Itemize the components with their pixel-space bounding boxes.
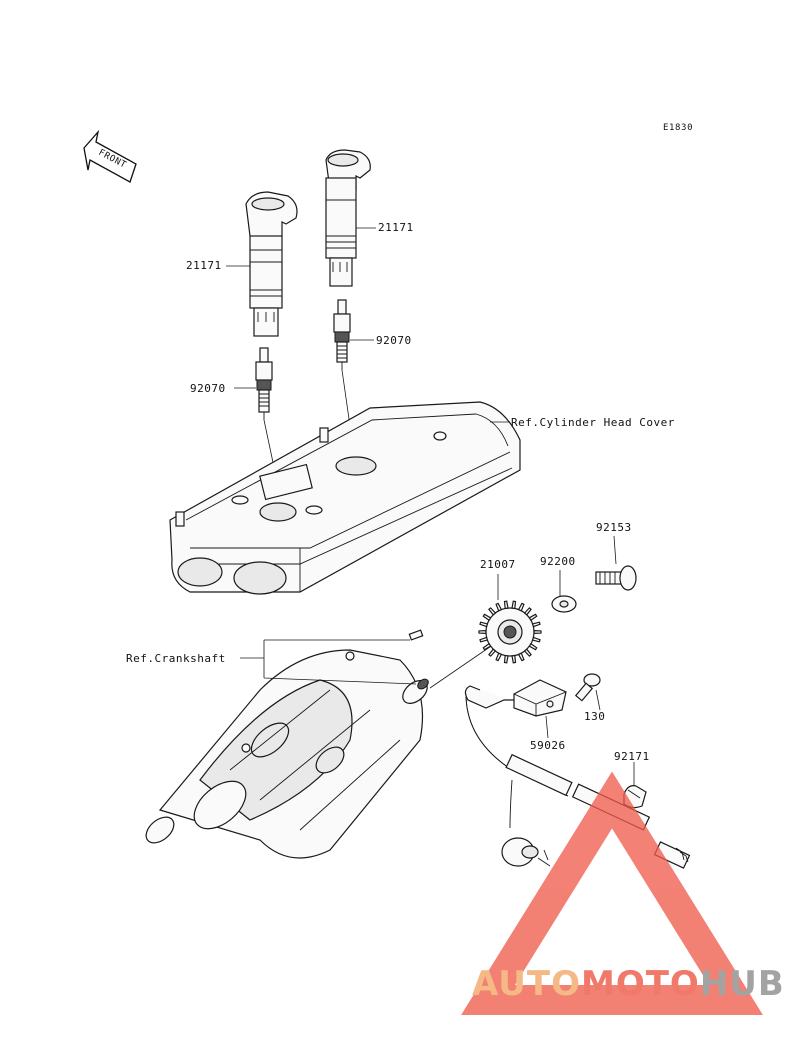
spark-plug-right xyxy=(333,299,351,370)
rotor-tooth xyxy=(528,613,538,622)
rotor-tooth xyxy=(495,602,503,612)
rotor-tooth xyxy=(517,652,525,662)
rotor-tooth xyxy=(478,629,487,635)
rotor-tooth xyxy=(482,613,492,622)
label-ref-crankshaft: Ref.Crankshaft xyxy=(126,652,226,665)
rotor-tooth xyxy=(531,621,541,628)
label-rotor: 21007 xyxy=(480,558,516,571)
rotor-teeth xyxy=(478,600,542,664)
label-sensor: 59026 xyxy=(530,739,566,752)
rotor-tooth xyxy=(495,652,503,662)
timing-rotor xyxy=(478,600,542,664)
rotor-tooth xyxy=(523,607,532,616)
label-rotor-bolt: 92153 xyxy=(596,521,632,534)
rotor-bolt xyxy=(595,565,637,591)
rotor-tooth xyxy=(523,648,532,657)
crankshaft xyxy=(145,649,429,859)
label-plug-left: 92070 xyxy=(190,382,226,395)
washer xyxy=(551,595,577,613)
rotor-tooth xyxy=(503,600,509,610)
label-coil-left: 21171 xyxy=(186,259,222,272)
label-clamp: 92171 xyxy=(614,750,650,763)
rotor-tooth xyxy=(511,600,517,610)
rotor-tooth xyxy=(531,636,541,643)
rotor-tooth xyxy=(528,642,538,651)
label-ref-head-cover: Ref.Cylinder Head Cover xyxy=(511,416,675,429)
rotor-tooth xyxy=(479,621,489,628)
rotor-tooth xyxy=(488,648,497,657)
label-sensor-bolt: 130 xyxy=(584,710,605,723)
label-plug-right: 92070 xyxy=(376,334,412,347)
rotor-tooth xyxy=(503,654,509,664)
watermark-text: AUTOMOTOHUB xyxy=(472,964,785,1004)
cylinder-head-cover xyxy=(169,401,521,595)
sensor-bolt xyxy=(574,673,601,702)
rotor-tooth xyxy=(517,602,525,612)
rotor-tooth xyxy=(511,654,517,664)
rotor-tooth xyxy=(488,607,497,616)
diagram-code: E1830 xyxy=(663,123,693,133)
front-arrow-icon: FRONT xyxy=(83,129,137,183)
spark-plug-left xyxy=(255,347,273,420)
label-washer: 92200 xyxy=(540,555,576,568)
rotor-tooth xyxy=(533,629,542,635)
ignition-coil-left xyxy=(245,191,298,337)
rotor-tooth xyxy=(482,642,492,651)
ignition-coil-right xyxy=(325,149,371,287)
watermark-triangle xyxy=(461,771,763,1015)
automotohub-watermark: AUTOMOTOHUB xyxy=(461,771,785,1015)
label-coil-right: 21171 xyxy=(378,221,414,234)
crankshaft-sensor xyxy=(464,679,567,717)
rotor-tooth xyxy=(479,636,489,643)
woodruff-key xyxy=(408,629,424,641)
